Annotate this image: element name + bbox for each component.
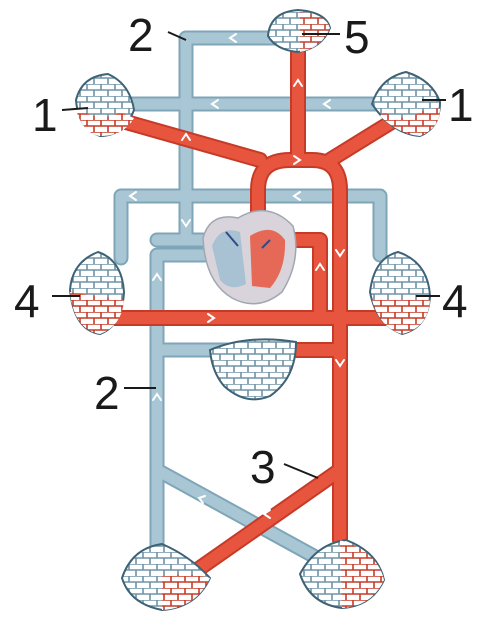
capillary-lower-left [122, 544, 210, 610]
capillary-center-bottom [210, 339, 296, 399]
capillary-top-right [268, 10, 330, 52]
label-1-left: 1 [32, 92, 58, 138]
label-3: 3 [250, 444, 276, 490]
leader-line [284, 464, 318, 478]
vein-inner-left-descending [157, 255, 206, 565]
label-4-left: 4 [14, 278, 40, 324]
label-1-right: 1 [448, 82, 474, 128]
heart [203, 211, 296, 304]
label-5: 5 [344, 14, 370, 60]
label-2-top: 2 [128, 12, 154, 58]
capillary-mid-left [70, 252, 124, 334]
label-4-right: 4 [442, 278, 468, 324]
capillary-upper-left [76, 74, 134, 136]
label-2-lower: 2 [94, 370, 120, 416]
